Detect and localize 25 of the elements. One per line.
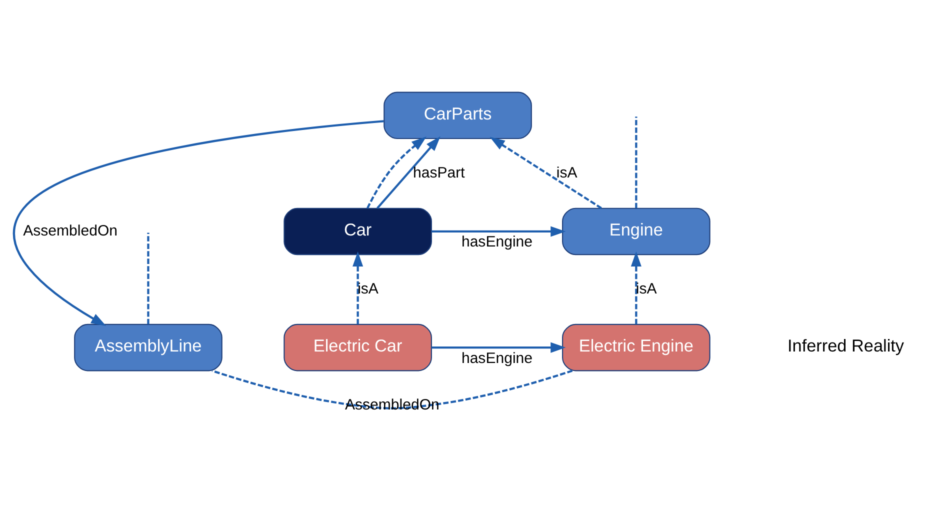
label: Inferred Reality [787, 335, 904, 356]
edge-label: hasEngine [461, 349, 533, 366]
arrow [366, 136, 427, 208]
connector [635, 116, 638, 208]
arrow [432, 342, 566, 352]
arrow [13, 120, 384, 326]
arrow [376, 136, 440, 208]
edge-label: isA [358, 280, 378, 297]
node-box: Car [284, 207, 432, 255]
edge-label: hasPart [413, 164, 465, 181]
node-box: Engine [562, 207, 710, 255]
arrow [630, 250, 642, 324]
edge-label: AssembledOn [23, 222, 118, 239]
connector [212, 369, 573, 409]
edge-label: isA [636, 280, 657, 297]
edge-label: hasEngine [461, 233, 533, 250]
node-box: CarParts [384, 91, 532, 139]
node-box: Electric Car [284, 323, 432, 371]
node-box: Electric Engine [562, 323, 710, 371]
arrow [432, 226, 566, 236]
arrow [352, 250, 364, 324]
node-box: AssemblyLine [74, 323, 222, 371]
connector [147, 232, 150, 324]
arrow [490, 136, 602, 209]
edge-label: isA [556, 164, 578, 181]
